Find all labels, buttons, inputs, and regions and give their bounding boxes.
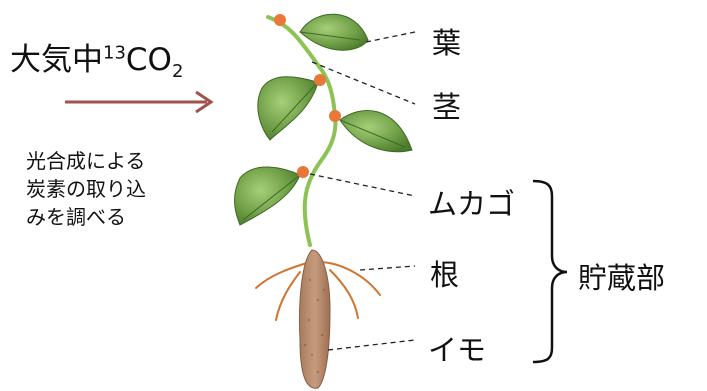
label-mukago: ムカゴ [428, 187, 516, 221]
co2-prefix: 大気中 [10, 42, 103, 78]
storage-bracket [532, 179, 568, 364]
description-line-1: 光合成による [26, 149, 146, 173]
label-storage: 貯蔵部 [578, 261, 666, 295]
atmospheric-co2-label: 大気中13CO2 [10, 34, 183, 82]
label-root: 根 [430, 258, 460, 292]
label-leaf: 葉 [432, 26, 462, 60]
label-stem: 茎 [432, 90, 462, 124]
leaf-top [299, 13, 369, 51]
node-dot [329, 110, 341, 122]
leaf-left-upper [257, 76, 319, 141]
description-line-3: みを調べる [26, 205, 126, 229]
node-dot [314, 74, 326, 86]
tuber-texture [303, 278, 326, 374]
leaf-left-lower [234, 166, 301, 226]
description-text: 光合成による 炭素の取り込 みを調べる [26, 147, 146, 231]
pointer-lines [309, 31, 416, 351]
co2-arrow [65, 90, 214, 114]
description-line-2: 炭素の取り込 [26, 177, 146, 201]
node-dot [274, 14, 286, 26]
co2-subscript: 2 [171, 61, 184, 83]
isotope-number: 13 [103, 42, 126, 64]
leaf-right-middle [339, 110, 413, 153]
label-imo: イモ [428, 333, 487, 367]
co2-formula: CO [125, 42, 172, 78]
tuber [299, 249, 331, 389]
node-dot [297, 166, 309, 178]
